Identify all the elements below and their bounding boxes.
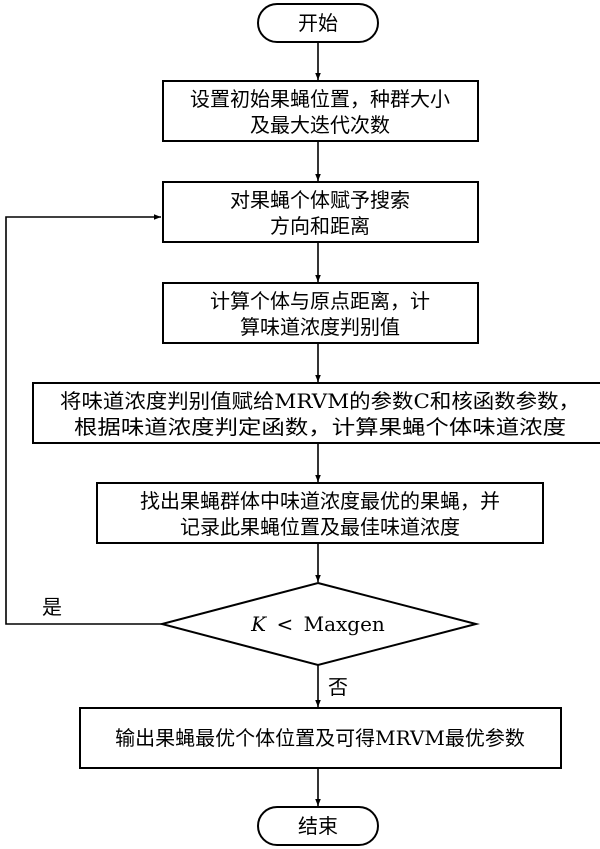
end-node: 结束 bbox=[257, 806, 379, 846]
decision-node: K < Maxgen bbox=[158, 581, 480, 667]
assign-node: 对果蝇个体赋予搜索 方向和距离 bbox=[162, 181, 479, 243]
best-text-line1: 找出果蝇群体中味道浓度最优的果蝇，并 bbox=[140, 489, 500, 513]
assign-text-line1: 对果蝇个体赋予搜索 bbox=[230, 188, 410, 212]
compute-text-line2: 算味道浓度判别值 bbox=[240, 315, 400, 339]
compute-node: 计算个体与原点距离，计 算味道浓度判别值 bbox=[162, 282, 479, 344]
mrvm-text-line1: 将味道浓度判别值赋给MRVM的参数C和核函数参数， bbox=[60, 389, 580, 413]
best-text-line2: 记录此果蝇位置及最佳味道浓度 bbox=[180, 515, 460, 539]
output-text: 输出果蝇最优个体位置及可得MRVM最优参数 bbox=[115, 726, 525, 750]
init-text-line2: 及最大迭代次数 bbox=[250, 113, 390, 137]
output-node: 输出果蝇最优个体位置及可得MRVM最优参数 bbox=[79, 707, 562, 769]
best-node: 找出果蝇群体中味道浓度最优的果蝇，并 记录此果蝇位置及最佳味道浓度 bbox=[96, 482, 544, 544]
decision-op: < bbox=[276, 612, 293, 636]
start-node: 开始 bbox=[257, 3, 379, 43]
decision-text: K < Maxgen bbox=[250, 612, 385, 636]
end-text: 结束 bbox=[298, 814, 338, 838]
decision-rhs: Maxgen bbox=[304, 612, 385, 636]
edge-decision-yes-loop bbox=[5, 214, 162, 625]
decision-var: K bbox=[250, 612, 267, 636]
assign-text-line2: 方向和距离 bbox=[270, 214, 370, 238]
init-text-line1: 设置初始果蝇位置，种群大小 bbox=[190, 87, 450, 111]
init-node: 设置初始果蝇位置，种群大小 及最大迭代次数 bbox=[162, 80, 479, 142]
no-label: 否 bbox=[328, 675, 348, 699]
start-text: 开始 bbox=[298, 11, 338, 35]
yes-label: 是 bbox=[42, 595, 62, 619]
compute-text-line1: 计算个体与原点距离，计 bbox=[210, 289, 430, 313]
mrvm-text-line2: 根据味道浓度判定函数，计算果蝇个体味道浓度 bbox=[74, 415, 566, 439]
mrvm-node: 将味道浓度判别值赋给MRVM的参数C和核函数参数， 根据味道浓度判定函数，计算果… bbox=[32, 382, 600, 444]
